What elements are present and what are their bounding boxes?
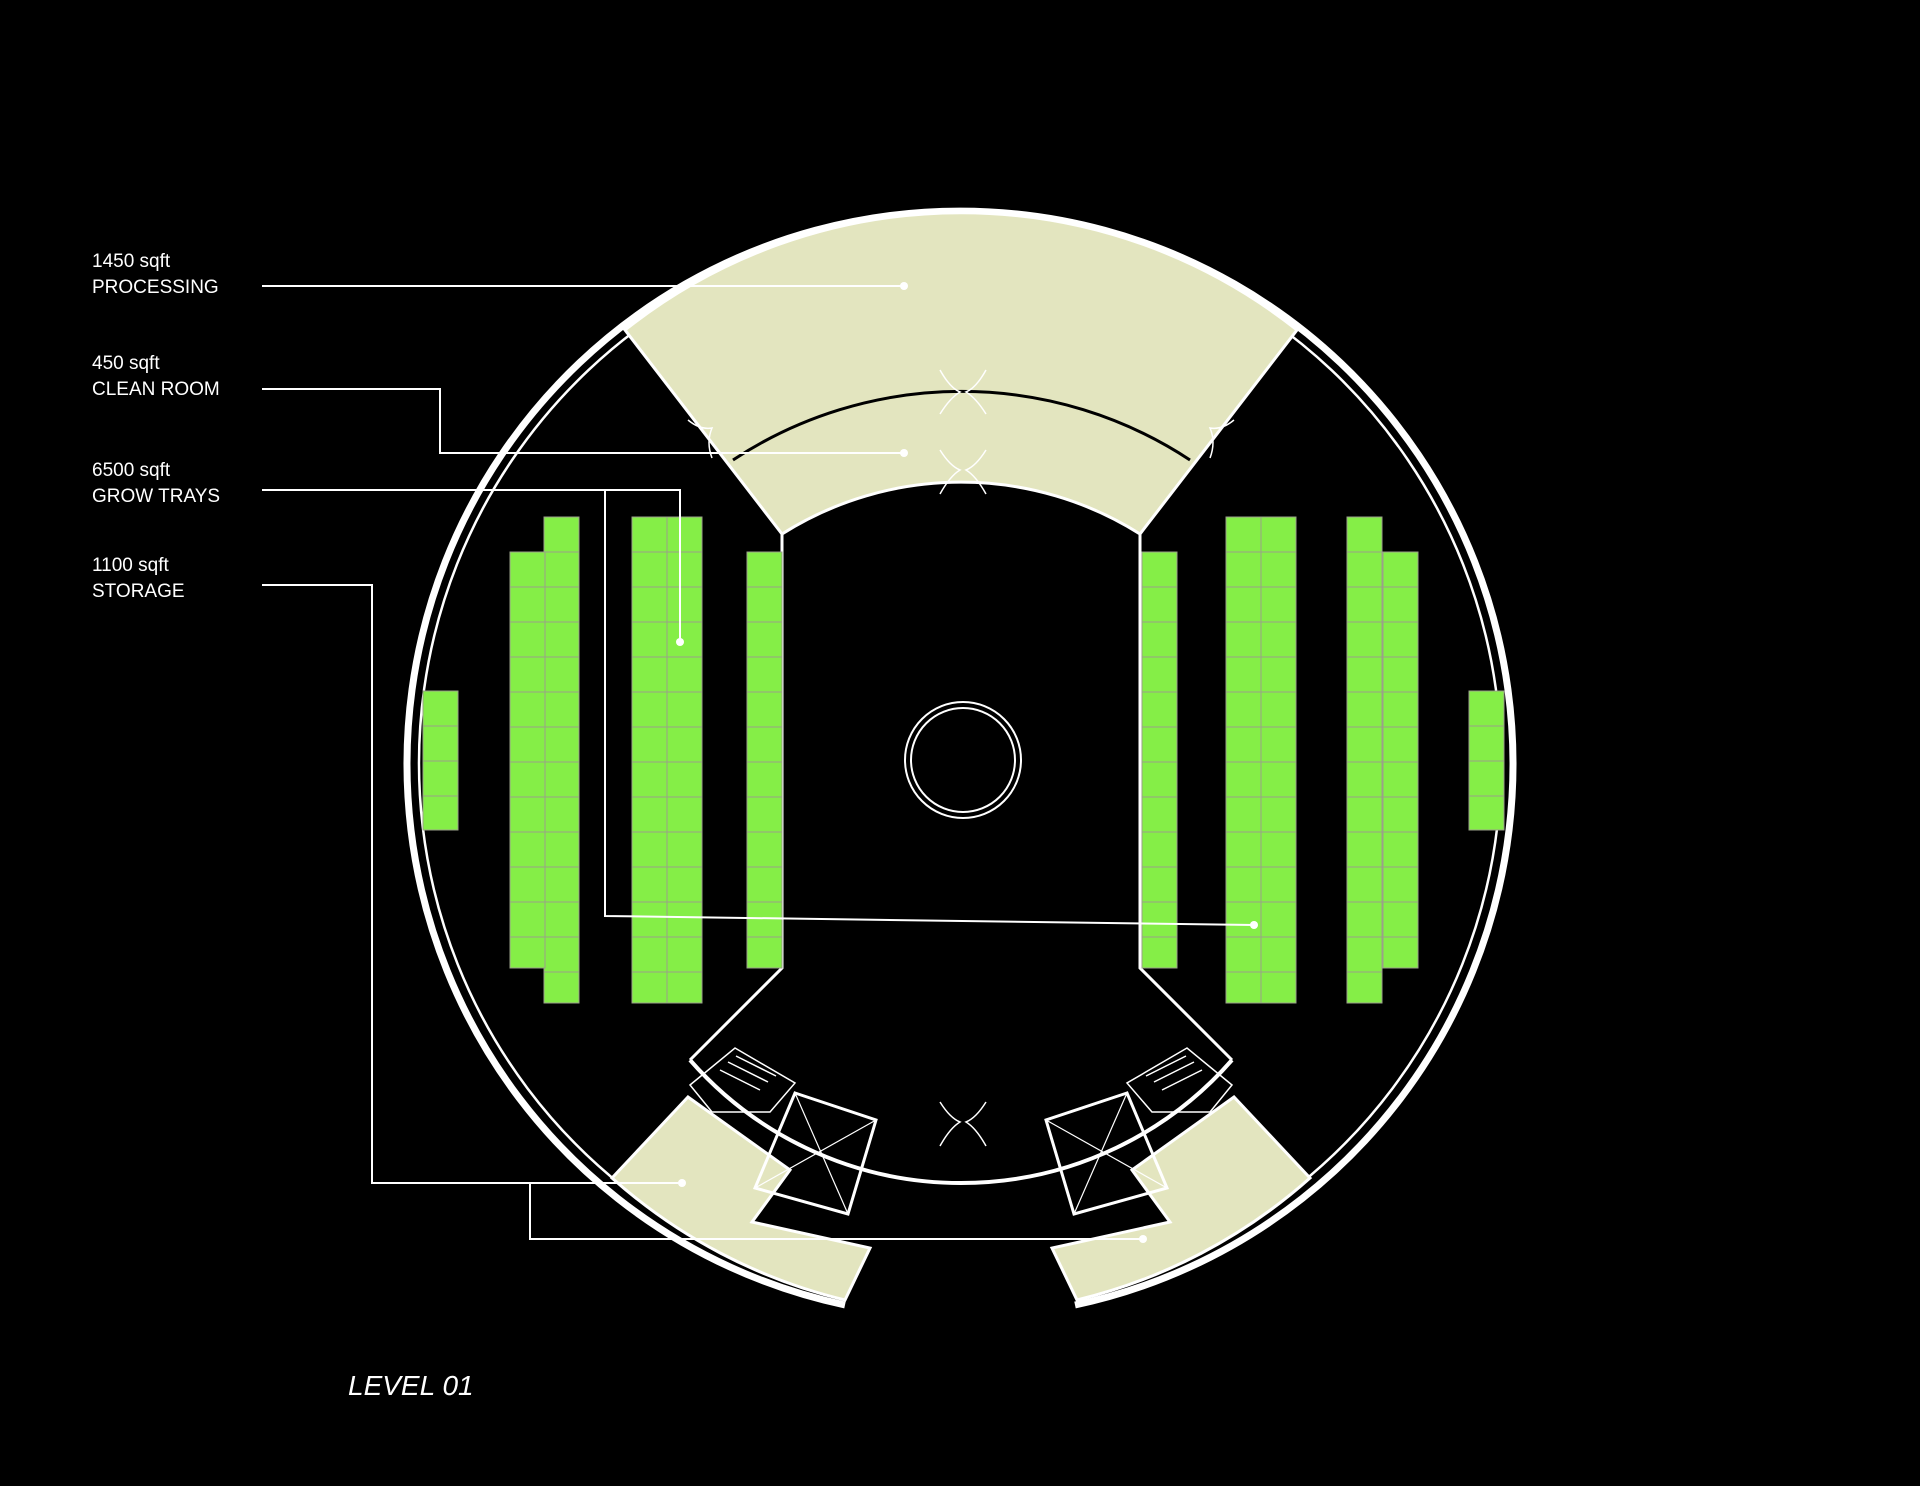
grow-trays	[422, 516, 1505, 1004]
doors	[687, 369, 1235, 1147]
stair-right	[1125, 1047, 1234, 1113]
leader-dots	[676, 282, 1258, 1243]
tray-block	[1141, 551, 1178, 969]
legend-processing: 1450 sqft PROCESSING	[92, 249, 219, 301]
legend-storage: 1100 sqft STORAGE	[92, 553, 185, 605]
legend-grow-trays: 6500 sqft GROW TRAYS	[92, 458, 220, 510]
leader-storage-b	[529, 1183, 1143, 1240]
legend-label: CLEAN ROOM	[92, 379, 220, 400]
storage-room-left	[609, 1095, 873, 1302]
tray-block	[1382, 551, 1419, 969]
legend-label: GROW TRAYS	[92, 486, 221, 507]
level-title: LEVEL 01	[348, 1370, 474, 1401]
elevator-left	[752, 1091, 878, 1216]
stair-left	[688, 1047, 797, 1113]
tray-block	[1346, 516, 1383, 1004]
legend-area: 1100 sqft	[92, 555, 169, 576]
storage-room-right	[1049, 1095, 1313, 1302]
tray-block	[509, 551, 546, 969]
legend-clean-room: 450 sqft CLEAN ROOM	[92, 351, 220, 403]
leader-grow-trays-b	[604, 490, 1255, 926]
tray-block	[746, 551, 783, 969]
leader-grow-trays-a	[262, 489, 681, 642]
leader-storage-a	[262, 584, 682, 1184]
leader-clean-room	[262, 388, 904, 454]
tray-block	[543, 516, 580, 1004]
legend-label: PROCESSING	[92, 277, 219, 298]
clean-room-wall	[732, 390, 1191, 462]
central-core	[904, 701, 1022, 819]
leader-lines	[262, 285, 1255, 1240]
legend-label: STORAGE	[92, 581, 185, 602]
legend-area: 450 sqft	[92, 353, 160, 374]
legend-area: 1450 sqft	[92, 251, 171, 272]
elevator-right	[1044, 1091, 1170, 1216]
legend-area: 6500 sqft	[92, 460, 171, 481]
